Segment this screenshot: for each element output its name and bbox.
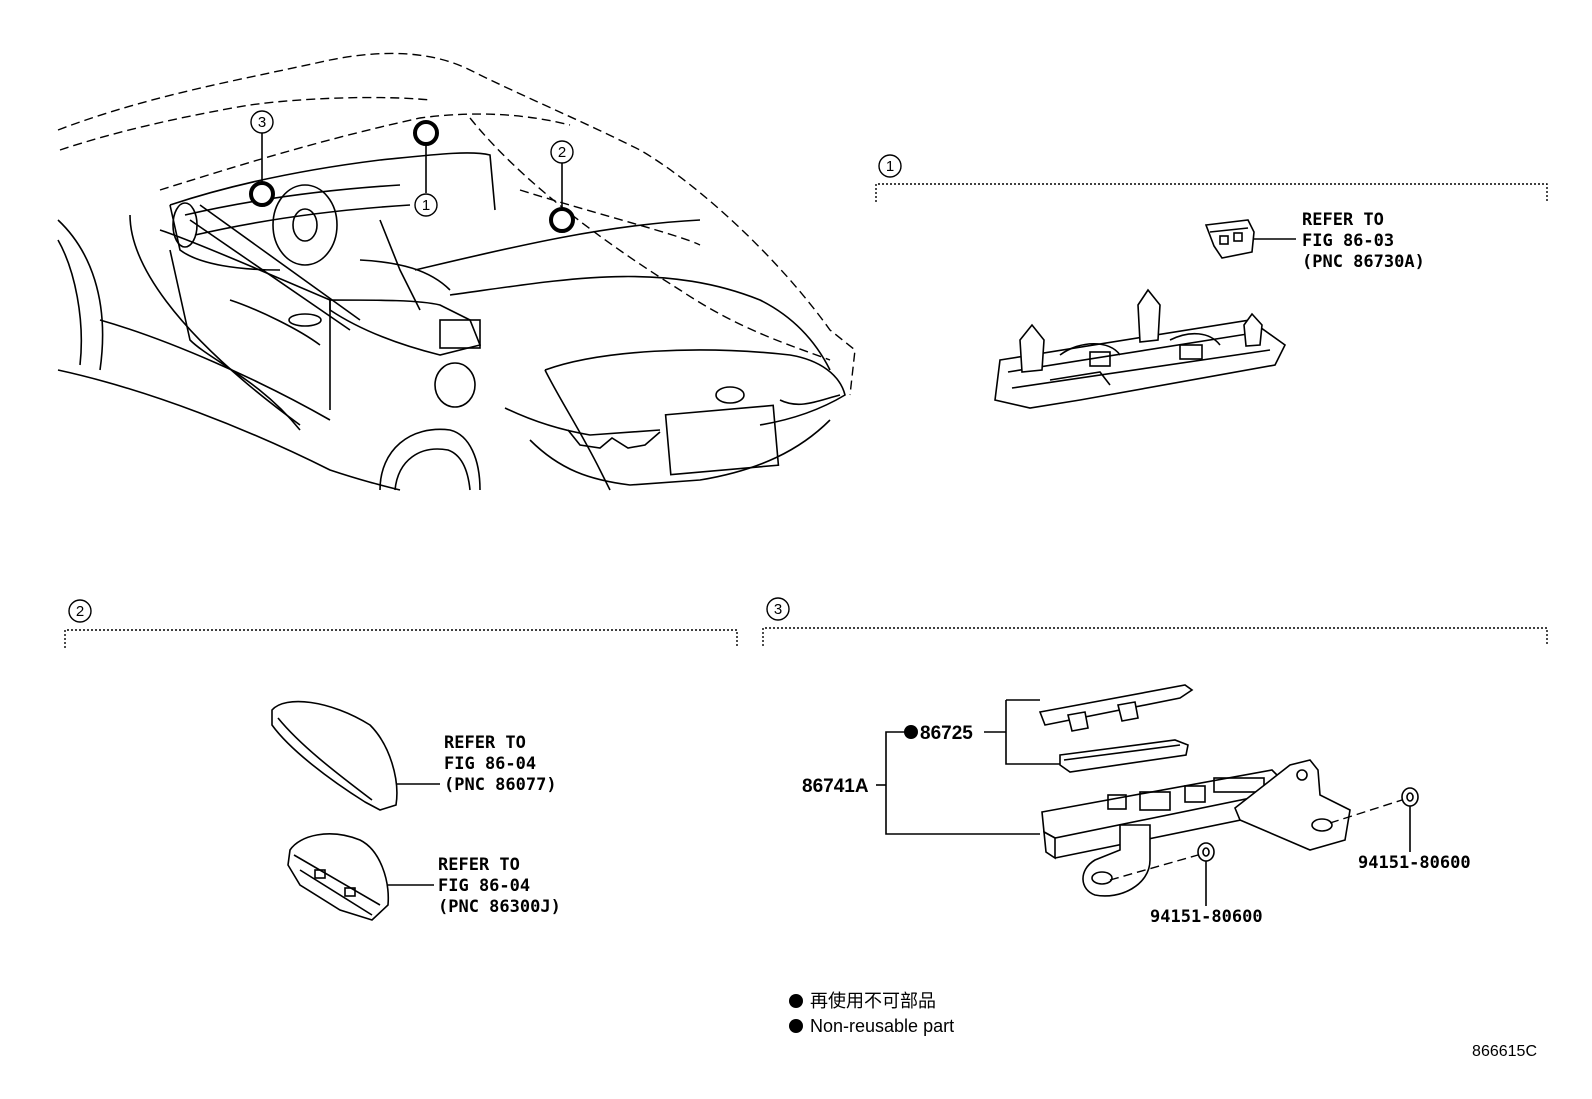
part-number-clip-right: 94151-80600 xyxy=(1358,853,1471,873)
module-86725 xyxy=(1059,739,1189,773)
svg-text:2: 2 xyxy=(558,144,566,161)
antenna-cover xyxy=(271,700,398,811)
main-unit-86741A xyxy=(1041,759,1351,897)
location-point-1 xyxy=(413,120,439,146)
svg-text:1: 1 xyxy=(886,158,894,175)
section-2-refer-a-line-2: FIG 86-04 xyxy=(444,754,536,774)
svg-text:3: 3 xyxy=(774,601,782,618)
section-2-refer-a-line-3: (PNC 86077) xyxy=(444,775,557,795)
legend: 再使用不可部品 Non-reusable part xyxy=(789,991,954,1036)
section-2-marker: 2 xyxy=(68,599,92,623)
section-2-refer-b-line-3: (PNC 86300J) xyxy=(438,897,561,917)
location-point-2 xyxy=(549,207,575,233)
section-1-refer-line-2: FIG 86-03 xyxy=(1302,231,1394,251)
section-1-small-component xyxy=(1204,219,1255,259)
section-3-marker: 3 xyxy=(766,597,790,621)
top-bracket xyxy=(1038,684,1194,732)
section-2: 2 REFER TO FIG 86-04 (PNC 86077) REFER T… xyxy=(64,599,738,921)
callout-marker-3: 3 xyxy=(250,110,274,134)
overhead-console-bracket xyxy=(994,288,1287,409)
section-1-refer-line-3: (PNC 86730A) xyxy=(1302,252,1425,272)
svg-text:2: 2 xyxy=(76,603,84,620)
non-reusable-dot xyxy=(904,725,918,739)
part-number-clip-left: 94151-80600 xyxy=(1150,907,1263,927)
section-1-marker: 1 xyxy=(878,154,902,178)
legend-text-en: Non-reusable part xyxy=(810,1016,954,1036)
section-1-refer-line-1: REFER TO xyxy=(1302,210,1384,230)
section-1: 1 REFER TO FIG 86-03 (PNC 86730A) xyxy=(875,154,1548,409)
callout-marker-2: 2 xyxy=(550,140,574,164)
legend-dot-jp xyxy=(789,994,803,1008)
clip-right xyxy=(1401,787,1419,807)
section-2-refer-b-line-2: FIG 86-04 xyxy=(438,876,530,896)
svg-text:1: 1 xyxy=(422,197,430,214)
car-overview: 1 2 3 xyxy=(57,52,856,491)
callout-marker-1: 1 xyxy=(414,193,438,217)
figure-code: 866615C xyxy=(1472,1043,1537,1060)
location-point-3 xyxy=(249,181,275,207)
legend-text-jp: 再使用不可部品 xyxy=(810,991,936,1011)
antenna-base xyxy=(287,833,390,921)
part-number-86741A: 86741A xyxy=(802,776,869,797)
section-2-refer-a-line-1: REFER TO xyxy=(444,733,526,753)
section-2-refer-b-line-1: REFER TO xyxy=(438,855,520,875)
clip-left xyxy=(1197,842,1215,862)
svg-text:3: 3 xyxy=(258,114,266,131)
part-number-86725: 86725 xyxy=(920,723,973,744)
section-3: 3 xyxy=(762,597,1548,927)
legend-dot-en xyxy=(789,1019,803,1033)
